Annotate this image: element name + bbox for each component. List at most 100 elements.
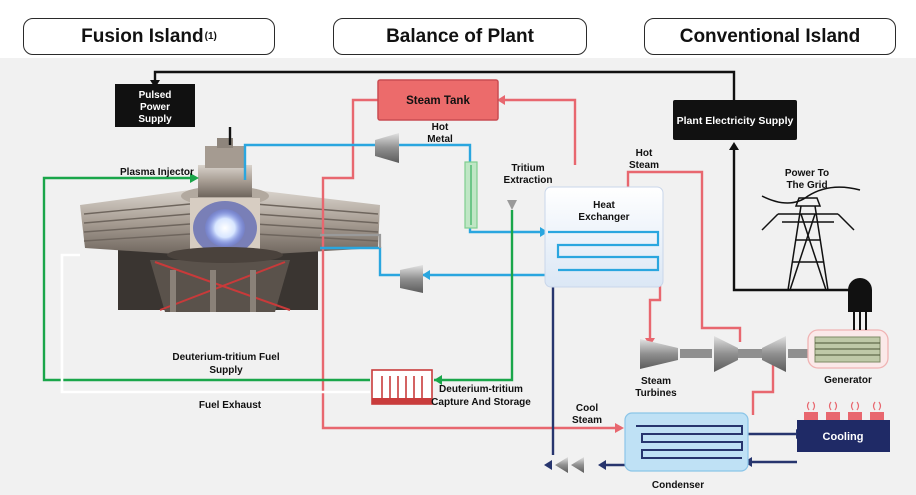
arrow-to-steam-tank	[497, 95, 505, 105]
dt-capture-bars	[381, 376, 423, 398]
metal-pump-top	[375, 133, 399, 163]
pipe-hx-to-turbine	[648, 280, 662, 340]
pipe-hot-steam-to-turbine	[626, 170, 742, 342]
heat-exchanger-coil	[548, 230, 660, 272]
reactor-top-port	[217, 138, 233, 148]
steam-turbines-label-1: Steam	[641, 376, 671, 387]
hot-metal-label-1: Hot	[432, 122, 449, 133]
turbine-shaft-3	[788, 349, 810, 358]
power-grid-label-1: Power To	[785, 168, 829, 179]
generator-label: Generator	[824, 375, 872, 386]
pulsed-power-supply-box	[115, 84, 195, 127]
hot-metal-label-2: Metal	[427, 134, 453, 145]
reactor-right-blanket	[255, 190, 380, 255]
hot-steam-loop	[321, 98, 775, 430]
pulsed-label-3: Supply	[138, 114, 172, 125]
hot-steam-label-2: Steam	[629, 160, 659, 171]
pipe-to-steam-tank	[505, 98, 577, 165]
header-balance-label: Balance of Plant	[386, 25, 534, 47]
cooling-heat-sources	[804, 412, 884, 420]
generator-plug	[848, 278, 872, 312]
reactor-leg	[250, 270, 256, 312]
pipe-capture-to-extraction	[434, 210, 514, 382]
tritium-label-2: Extraction	[504, 175, 553, 186]
pipe-fuel-supply	[42, 176, 370, 382]
turbine-shaft-2	[738, 349, 762, 358]
steam-turbine-left	[640, 339, 678, 369]
header-fusion-label: Fusion Island	[81, 25, 204, 47]
arrow-pump	[544, 460, 552, 470]
steam-tank-label: Steam Tank	[406, 95, 470, 107]
hot-steam-label-1: Hot	[636, 148, 653, 159]
arrow-to-capture	[434, 375, 442, 385]
tritium-label-1: Tritium	[511, 163, 544, 174]
steam-turbine-mid-b	[762, 336, 786, 372]
reactor-leg	[210, 270, 216, 312]
cool-steam-label-2: Steam	[572, 415, 602, 426]
plasma-core	[205, 209, 245, 247]
electric-lines	[153, 70, 857, 292]
cooling-label: Cooling	[823, 431, 864, 443]
pulsed-label-2: Power	[140, 102, 170, 113]
cool-steam-label-1: Cool	[576, 403, 598, 414]
arrow-metal-to-hx	[540, 227, 548, 237]
cool-pump-2	[571, 457, 584, 473]
power-grid-label-2: The Grid	[786, 180, 827, 191]
tritium-valve	[507, 200, 517, 210]
heat-exchanger-label-2: Exchanger	[578, 212, 629, 223]
header-fusion-island: Fusion Island(1)	[23, 18, 275, 55]
dt-supply-label-1: Deuterium-tritium Fuel	[172, 352, 279, 363]
condenser-coil	[636, 425, 743, 459]
heat-exchanger-box	[544, 186, 664, 288]
reactor-bottom-ring	[167, 247, 283, 263]
plant-supply-label: Plant Electricity Supply	[677, 115, 794, 127]
arrow-to-plant	[729, 142, 739, 150]
header-conventional-island: Conventional Island	[644, 18, 896, 55]
steam-tank-box	[377, 79, 499, 121]
dt-supply-label-2: Supply	[209, 365, 243, 376]
arrow-metal-return	[422, 270, 430, 280]
cool-pump-1	[555, 457, 568, 473]
reactor-fins	[83, 203, 379, 242]
reactor-strut	[159, 261, 286, 311]
reactor-leg	[170, 270, 176, 312]
pipe-grey-return	[320, 233, 382, 248]
generator-stripes	[815, 342, 880, 356]
header-conventional-label: Conventional Island	[679, 25, 861, 47]
wire-to-pulsed-supply	[153, 70, 736, 100]
pipe-fuel-exhaust	[60, 253, 370, 394]
fusion-reactor	[80, 138, 380, 312]
dt-capture-label-1: Deuterium-tritium	[439, 384, 523, 395]
wire-generator-to-plant	[732, 145, 857, 292]
arrow-condenser-out	[598, 460, 606, 470]
dt-capture-base	[372, 398, 432, 404]
reactor-top-cap	[205, 146, 245, 168]
fuel-loop	[42, 176, 514, 382]
fuel-exhaust-label: Fuel Exhaust	[199, 400, 262, 411]
header-fusion-footnote: (1)	[204, 31, 217, 42]
steam-turbine-mid-a	[714, 336, 738, 372]
steam-turbines-label-2: Turbines	[635, 388, 677, 399]
cooling-box	[797, 420, 890, 452]
pipe-hot-metal	[243, 143, 540, 234]
heat-exchanger-label-1: Heat	[593, 200, 615, 211]
reactor-top-cylinder	[198, 165, 252, 197]
pulsed-label-1: Pulsed	[139, 90, 172, 101]
pylon	[761, 186, 861, 291]
turbine-shaft-1	[680, 349, 712, 358]
arrow-to-condenser	[615, 423, 624, 433]
metal-pump-return	[400, 265, 423, 293]
cooling-steam-wisps	[806, 401, 882, 411]
plasma-injector-label: Plasma Injector	[120, 167, 194, 178]
condenser-label: Condenser	[652, 480, 704, 491]
pipe-steam-tank-return	[321, 98, 555, 430]
header-balance-of-plant: Balance of Plant	[333, 18, 587, 55]
arrow-plasma-injector	[190, 173, 199, 183]
cool-loop	[551, 285, 800, 467]
plant-electricity-supply-box	[673, 100, 797, 140]
plug-pins	[853, 312, 867, 330]
pipe-turbine-to-condenser	[751, 365, 775, 415]
dt-capture-label-2: Capture And Storage	[431, 397, 531, 408]
